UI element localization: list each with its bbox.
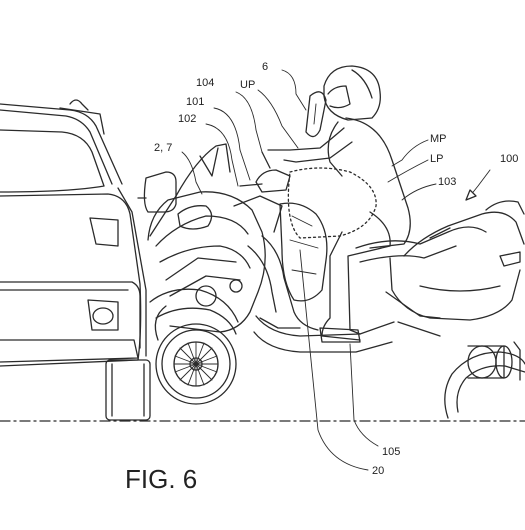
figure-caption: FIG. 6 [125,464,198,494]
scooter-windscreen [149,143,231,237]
rider-torso [345,117,411,249]
rider [267,65,411,343]
label-104: 104 [196,77,215,89]
car-bumper [0,281,141,349]
car-tail-light [89,217,119,247]
scooter-rear-hub [467,345,497,379]
label-100: 100 [500,153,519,165]
three-wheel-scooter [147,143,525,419]
label-UP: UP [240,79,256,91]
arrow-100 [465,189,477,201]
scooter-front-fairing [147,191,266,333]
car-side-mirror [143,171,177,213]
label-LP: LP [430,153,444,165]
scooter-rear-wheel [444,351,525,419]
label-2-7: 2, 7 [154,142,173,154]
label-105: 105 [382,446,401,458]
car [0,99,177,421]
label-20: 20 [372,465,385,477]
upper-airbag [305,91,327,138]
car-rear-window [0,129,105,193]
lower-airbag [279,202,328,302]
rider-leg [347,211,391,335]
label-101: 101 [186,96,205,108]
label-102: 102 [178,113,197,125]
scooter-rear-body [389,257,521,321]
scooter-floorboard [255,315,395,337]
middle-airbag [287,167,377,239]
scooter-headlight [177,205,213,230]
label-MP: MP [430,133,447,145]
label-103: 103 [438,176,457,188]
airbags [279,91,377,302]
rider-helmet [323,65,381,121]
label-6: 6 [262,61,269,73]
leader-lines [181,69,491,471]
scooter-front-wheel [155,323,237,405]
scooter-seat [355,226,487,249]
car-tire [105,359,151,421]
rider-arm [267,127,345,151]
scooter-handlebar [255,169,291,193]
